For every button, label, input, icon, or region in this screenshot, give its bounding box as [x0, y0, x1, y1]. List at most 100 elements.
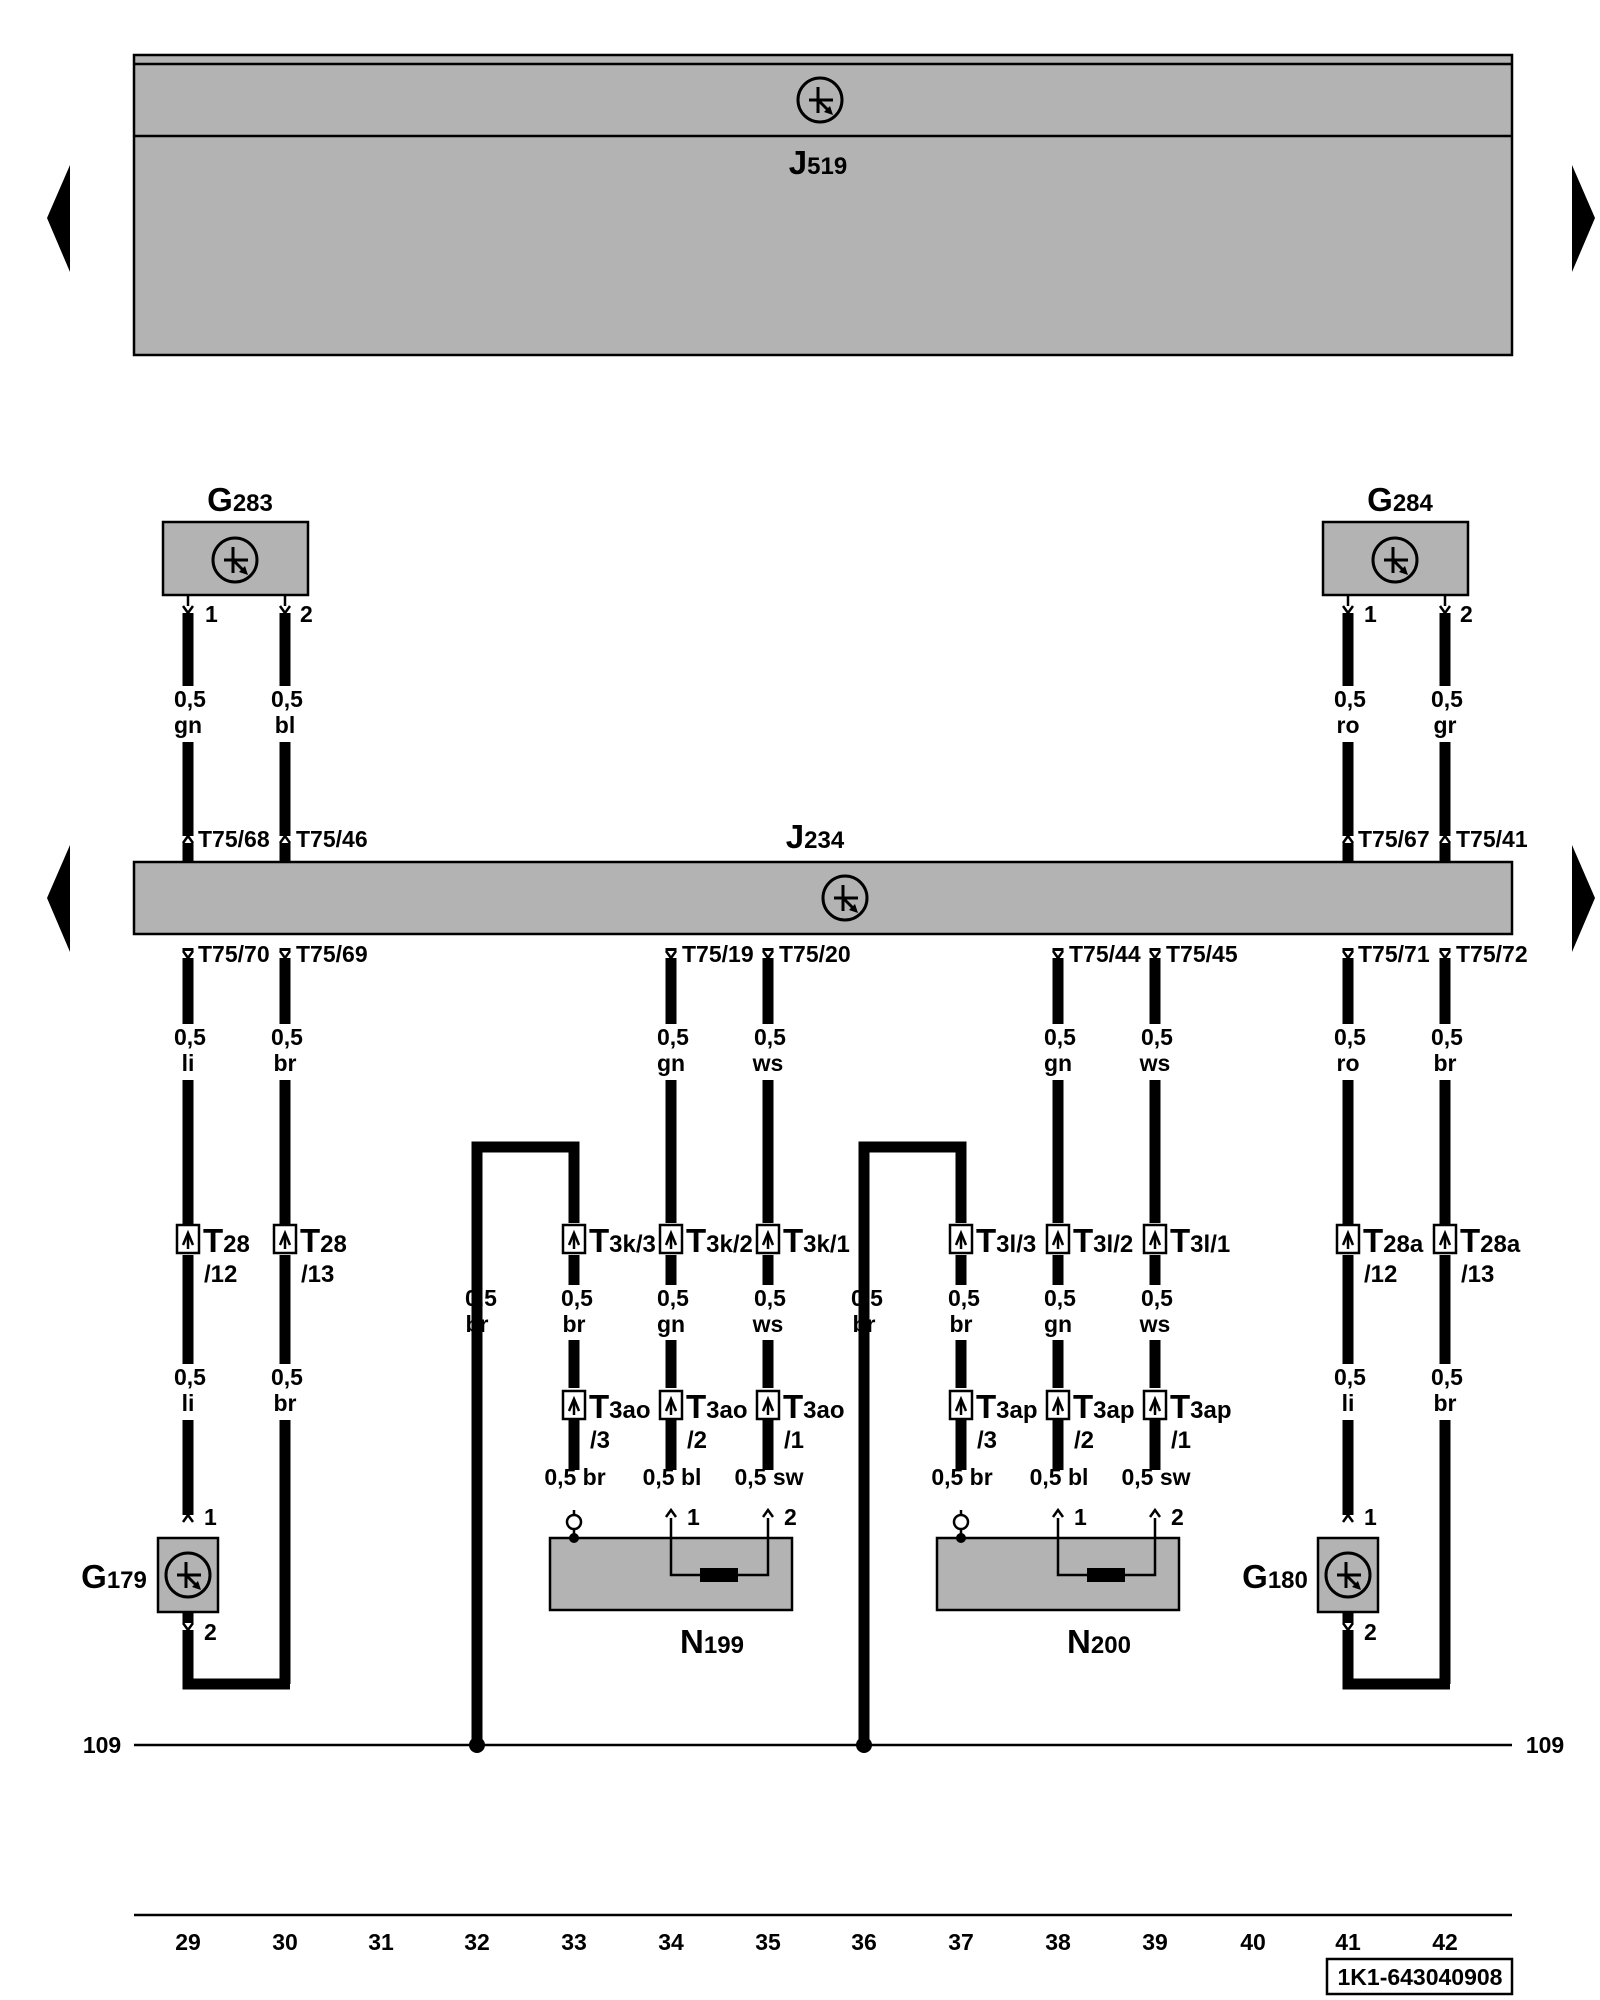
- label-g283: G283: [207, 481, 273, 518]
- label-j234: J234: [786, 818, 845, 855]
- wire-label: 0,5 bl: [643, 1464, 702, 1490]
- connector-pin-icon: [658, 1223, 684, 1255]
- wire-color: ro: [1337, 712, 1360, 738]
- pin-number: 2: [1364, 1619, 1377, 1645]
- connector-pin-icon: [758, 1508, 778, 1519]
- connector-label: T3ap: [976, 1388, 1038, 1425]
- connector-pin-icon: [755, 1223, 781, 1255]
- connector-pin-icon: [561, 1223, 587, 1255]
- connector-pin-icon: [661, 1508, 681, 1519]
- wire-gauge: 0,5: [1141, 1024, 1173, 1050]
- wire-color: gn: [174, 712, 202, 738]
- wire-color: gn: [657, 1311, 685, 1337]
- sensor-g283: G283 1 2: [161, 481, 313, 627]
- drawing-code-text: 1K1-643040908: [1338, 1964, 1503, 1990]
- connector-label: T3ap: [1073, 1388, 1135, 1425]
- component-n200: 1 2 N200: [935, 1504, 1184, 1660]
- wire-gauge: 0,5: [754, 1024, 786, 1050]
- pin-number: 1: [1364, 601, 1377, 627]
- wire-gauge: 0,5: [561, 1285, 593, 1311]
- ground-label: 109: [83, 1732, 121, 1758]
- wire-label: 0,5 bl: [1030, 1464, 1089, 1490]
- wire-gauge: 0,5: [948, 1285, 980, 1311]
- connector-label: T3k/1: [783, 1222, 850, 1259]
- column-number: 36: [851, 1929, 877, 1955]
- wire-color: br: [1434, 1390, 1457, 1416]
- pin-label: T75/46: [296, 826, 368, 852]
- pin-number: 1: [204, 1504, 217, 1530]
- connector-pin-icon: [1338, 834, 1358, 845]
- connector-pin-icon: [1048, 949, 1068, 960]
- wire-labels: 0,5 gn 0,5 bl 0,5 ro 0,5 gr 0,5 li 0,5 b…: [174, 686, 1463, 1490]
- wire-color: br: [853, 1311, 876, 1337]
- column-number: 29: [175, 1929, 201, 1955]
- wire-color: ws: [752, 1050, 784, 1076]
- wire-label: 0,5 br: [931, 1464, 992, 1490]
- wire-color: bl: [275, 712, 295, 738]
- connector-label: T28a: [1363, 1222, 1424, 1259]
- wire-color: li: [1342, 1390, 1355, 1416]
- pin-label: T75/68: [198, 826, 270, 852]
- connector-pin-icon: [272, 1223, 298, 1255]
- column-number: 31: [368, 1929, 394, 1955]
- connector-pin-icon: [1335, 1223, 1361, 1255]
- connector-label: T3l/2: [1073, 1222, 1133, 1259]
- nav-arrow-icon[interactable]: [47, 165, 70, 272]
- connector-pin-icon: [948, 1223, 974, 1255]
- column-number: 39: [1142, 1929, 1168, 1955]
- wires: [182, 612, 1451, 1745]
- wire-color: br: [563, 1311, 586, 1337]
- connector-pin-icon: [1338, 1621, 1358, 1632]
- column-number: 30: [272, 1929, 298, 1955]
- column-number: 35: [755, 1929, 781, 1955]
- component-n199: 1 2 N199: [548, 1504, 797, 1660]
- connector-label: T3ao: [589, 1388, 651, 1425]
- wire-label: 0,5 br: [544, 1464, 605, 1490]
- connector-label: T3k/3: [589, 1222, 656, 1259]
- wire-gauge: 0,5: [657, 1024, 689, 1050]
- module-j519: J519: [132, 53, 1514, 357]
- pin-number: 2: [1460, 601, 1473, 627]
- connector-pin-icon: [755, 1389, 781, 1421]
- pin-number: 2: [1171, 1504, 1184, 1530]
- connector-pin-icon: [1045, 1223, 1071, 1255]
- label-g179: G179: [81, 1558, 147, 1595]
- connector-pin-label: /12: [1364, 1261, 1397, 1288]
- nav-arrow-icon[interactable]: [47, 845, 70, 952]
- wire-gauge: 0,5: [851, 1285, 883, 1311]
- pin-number: 2: [300, 601, 313, 627]
- pin-label: T75/69: [296, 941, 368, 967]
- connector-pin-icon: [1338, 1513, 1358, 1524]
- wire-gauge: 0,5: [1044, 1285, 1076, 1311]
- column-number: 33: [561, 1929, 587, 1955]
- column-number: 42: [1432, 1929, 1458, 1955]
- connector-pin-label: /13: [1461, 1261, 1494, 1288]
- connector-pin-icon: [275, 949, 295, 960]
- connector-pin-label: /1: [784, 1427, 804, 1454]
- pin-label: T75/41: [1456, 826, 1528, 852]
- pin-number: 2: [784, 1504, 797, 1530]
- connector-pin-icon: [1045, 1389, 1071, 1421]
- connector-pin-icon: [1142, 1389, 1168, 1421]
- nav-arrow-icon[interactable]: [1572, 845, 1595, 952]
- wire-color: gr: [1434, 712, 1457, 738]
- wire-gauge: 0,5: [271, 1024, 303, 1050]
- ground-line-109: 109 109: [83, 1732, 1564, 1758]
- nav-arrow-icon[interactable]: [1572, 165, 1595, 272]
- pin-label: T75/72: [1456, 941, 1528, 967]
- drawing-code: 1K1-643040908: [1325, 1957, 1514, 1996]
- pin-number: 2: [204, 1619, 217, 1645]
- wire-color: ws: [1139, 1311, 1171, 1337]
- wire-color: br: [274, 1390, 297, 1416]
- connector-pin-icon: [1142, 1223, 1168, 1255]
- wire-color: li: [182, 1390, 195, 1416]
- connector-pin-icon: [658, 1389, 684, 1421]
- column-number: 34: [658, 1929, 684, 1955]
- heater-element-icon: [700, 1568, 738, 1582]
- connector-pin-icon: [1338, 604, 1358, 615]
- connector-pin-icon: [1145, 1508, 1165, 1519]
- connector-label: T3l/3: [976, 1222, 1036, 1259]
- connector-pin-icon: [178, 604, 198, 615]
- sensor-g180: 1 2 G180: [1242, 1504, 1380, 1645]
